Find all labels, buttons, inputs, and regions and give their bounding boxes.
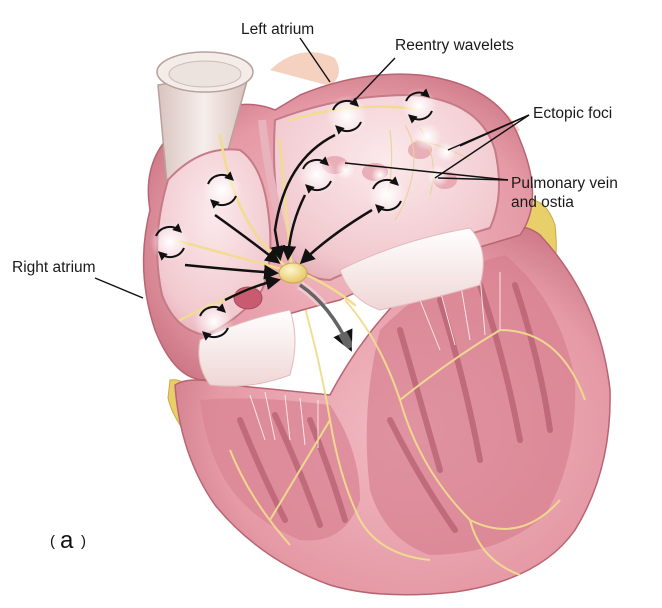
av-node-icon bbox=[278, 262, 308, 284]
papillary-muscles bbox=[237, 282, 553, 533]
mitral-valve bbox=[339, 227, 484, 311]
circular-arrow-pair-icon bbox=[297, 155, 337, 195]
label-pulmonary-vein-line2: and ostia bbox=[511, 194, 574, 211]
panel-label-close-paren: ) bbox=[81, 533, 86, 550]
circular-arrow-pair-icon bbox=[326, 95, 368, 137]
tricuspid-valve bbox=[198, 309, 296, 387]
panel-label-open-paren: ( bbox=[50, 533, 55, 550]
his-bundle-glow bbox=[297, 281, 355, 350]
epicardial-fat-top bbox=[270, 52, 339, 86]
circular-arrow-pair-icon bbox=[202, 170, 242, 210]
chordae-tendineae bbox=[249, 272, 501, 448]
circular-arrow-pair-icon bbox=[367, 175, 407, 215]
purkinje-fibers bbox=[229, 289, 586, 576]
label-pulmonary-vein-line1: Pulmonary vein bbox=[511, 175, 618, 192]
label-right-atrium: Right atrium bbox=[12, 259, 96, 276]
circular-arrow-pair-icon bbox=[150, 222, 190, 262]
label-ectopic-foci: Ectopic foci bbox=[533, 105, 612, 122]
right-ventricle-chamber bbox=[200, 398, 360, 541]
aorta-lumen bbox=[168, 60, 242, 88]
reentry-wavelets bbox=[150, 88, 437, 342]
label-left-atrium: Left atrium bbox=[241, 21, 314, 38]
circular-arrow-pair-icon bbox=[194, 302, 234, 342]
conduction-arrows bbox=[184, 133, 373, 352]
label-reentry-wavelets: Reentry wavelets bbox=[395, 37, 514, 54]
leader-lines bbox=[94, 37, 530, 299]
panel-label-letter: a bbox=[60, 527, 74, 554]
circular-arrow-pair-icon bbox=[401, 88, 437, 124]
